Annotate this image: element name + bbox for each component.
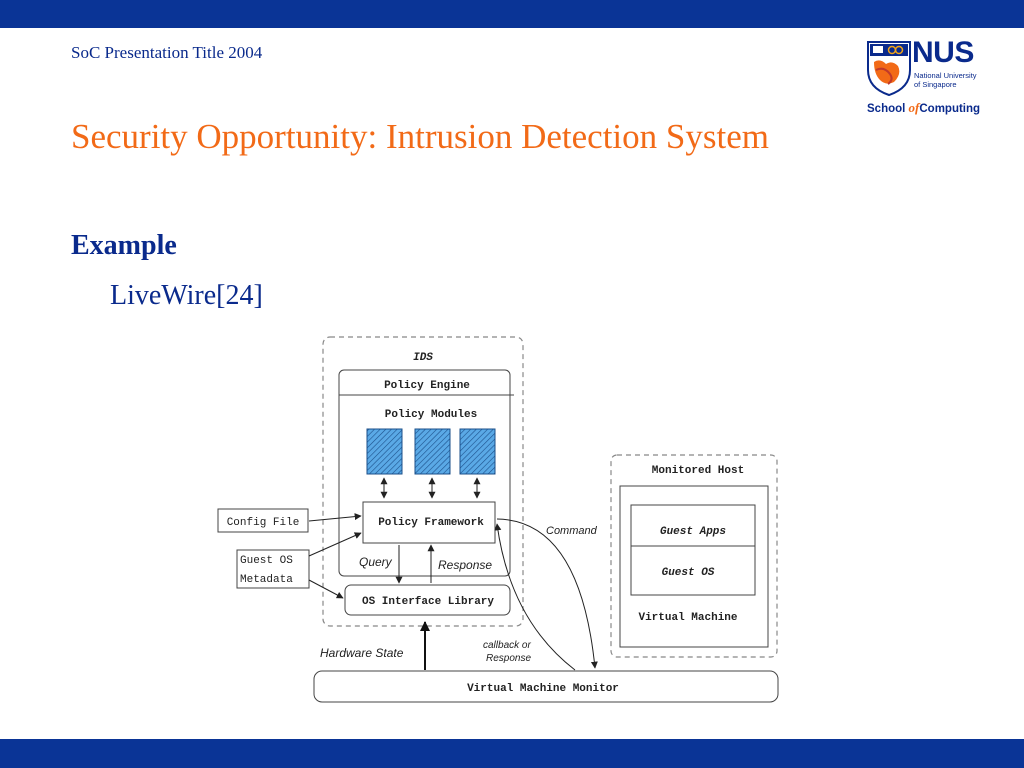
bottom-banner [0,739,1024,768]
virtual-machine-monitor-box [313,670,779,703]
os-interface-library-box [344,584,511,616]
policy-framework-box [362,501,496,544]
logo-subtitle-line1: National University [914,71,977,80]
virtual-machine-box [619,485,769,648]
sub-bullet-livewire: LiveWire[24] [110,280,263,311]
guest-os-metadata-line1: Guest OS [240,555,293,567]
config-file-arrow [308,513,362,522]
policy-module-2 [414,428,451,475]
policy-engine-label: Policy Engine [384,380,470,392]
callback-label-line1: callback or [483,640,531,651]
policy-module-1 [366,428,403,475]
command-arrow [496,518,598,669]
guest-os-metadata-line2: Metadata [240,574,293,586]
ids-label: IDS [413,352,433,364]
logo-subtitle-line2: of Singapore [914,80,957,89]
metadata-to-library-arrow [308,579,344,599]
logo-school-name: School ofComputing [867,100,980,116]
command-label: Command [546,525,598,537]
ids-architecture-diagram: IDS Policy Engine Policy Modules Policy … [217,336,779,703]
slide-title: Security Opportunity: Intrusion Detectio… [71,117,769,156]
policy-framework-label: Policy Framework [378,517,484,529]
guest-os-metadata-box [236,549,310,589]
metadata-to-framework-arrow [308,532,362,557]
os-interface-library-label: OS Interface Library [362,596,494,608]
monitored-host-container [610,454,778,658]
logo-school-suffix: Computing [919,103,981,115]
monitored-host-label: Monitored Host [652,465,744,477]
guest-os-box [630,545,756,596]
top-banner [0,0,1024,28]
policy-modules-label: Policy Modules [385,409,477,421]
callback-arrow [494,523,576,671]
logo-subtitle: National University of Singapore [914,71,984,89]
config-file-box [217,508,309,533]
policy-engine-box [338,369,511,577]
virtual-machine-monitor-label: Virtual Machine Monitor [467,683,619,695]
hardware-state-label: Hardware State [320,646,404,660]
response-label: Response [438,558,492,572]
virtual-machine-label: Virtual Machine [638,612,737,624]
presentation-header-title: SoC Presentation Title 2004 [71,43,263,62]
nus-crest-icon [867,41,911,96]
logo-wordmark: NUS [912,36,974,69]
ids-container [322,336,524,627]
config-file-label: Config File [227,517,300,529]
policy-module-3 [459,428,496,475]
bullet-example: Example [71,230,177,261]
nus-logo: NUS National University of Singapore Sch… [864,36,990,122]
logo-school-of: of [908,100,920,115]
callback-label-line2: Response [486,653,531,664]
guest-apps-box [630,504,756,547]
guest-apps-label: Guest Apps [660,526,726,538]
query-label: Query [359,555,393,569]
guest-os-label: Guest OS [662,567,715,579]
logo-school-prefix: School [867,103,909,115]
